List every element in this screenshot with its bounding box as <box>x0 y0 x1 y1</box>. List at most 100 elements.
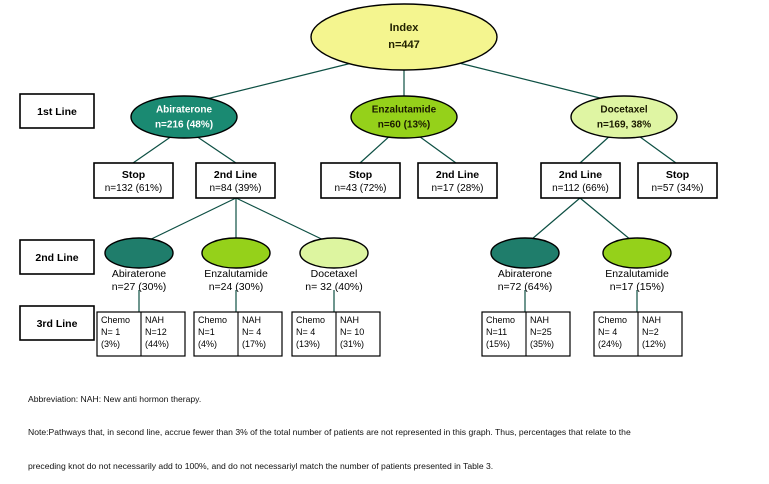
node-docetaxel-first-line[interactable]: Docetaxel n=169, 38% <box>570 95 678 139</box>
third-line-nah-header-2: NAH <box>340 315 359 325</box>
node-abiraterone-first-line-value: n=216 (48%) <box>155 120 213 131</box>
third-line-nah-count-0: N=12 <box>145 327 167 337</box>
node-abiraterone-second-line-right-value: n=72 (64%) <box>498 281 553 293</box>
node-enzalutamide-second-line-value: n=24 (30%) <box>209 281 264 293</box>
box-secondline-enzalutamide-value: n=17 (28%) <box>432 183 484 194</box>
connector-abiraterone-2ndline <box>195 135 237 164</box>
third-line-box-abiraterone[interactable]: Chemo N= 1 (3%) NAH N=12 (44%) <box>96 311 186 357</box>
box-secondline-docetaxel[interactable]: 2nd Line n=112 (66%) <box>540 162 621 199</box>
node-enzalutamide-first-line[interactable]: Enzalutamide n=60 (13%) <box>350 95 458 139</box>
third-line-box-enzalutamide-right[interactable]: Chemo N= 4 (24%) NAH N=2 (12%) <box>593 311 683 357</box>
connector-b1-abiraterone2 <box>138 197 237 246</box>
box-stop-docetaxel-value: n=57 (34%) <box>652 183 704 194</box>
third-line-nah-count-2: N= 10 <box>340 327 364 337</box>
third-line-box-abiraterone-right[interactable]: Chemo N=11 (15%) NAH N=25 (35%) <box>481 311 571 357</box>
connector-index-abiraterone <box>185 62 353 105</box>
footnote-note-line-2: preceding knot do not necessarily add to… <box>28 461 494 472</box>
box-secondline-abiraterone-value: n=84 (39%) <box>210 183 262 194</box>
row-label-second-line-text: 2nd Line <box>35 252 78 264</box>
third-line-nah-count-1: N= 4 <box>242 327 261 337</box>
third-line-nah-header-1: NAH <box>242 315 261 325</box>
box-stop-enzalutamide[interactable]: Stop n=43 (72%) <box>320 162 401 199</box>
box-secondline-abiraterone-title: 2nd Line <box>214 169 257 181</box>
third-line-chemo-pct-2: (13%) <box>296 339 320 349</box>
node-docetaxel-second-line-label: Docetaxel <box>311 268 358 280</box>
node-abiraterone-second-line-right[interactable]: Abiraterone n=72 (64%) <box>490 237 560 293</box>
node-enzalutamide-second-line-right-label: Enzalutamide <box>605 268 669 280</box>
node-abiraterone-second-line[interactable]: Abiraterone n=27 (30%) <box>104 237 174 293</box>
node-enzalutamide-second-line-right-value: n=17 (15%) <box>610 281 665 293</box>
third-line-nah-count-4: N=2 <box>642 327 659 337</box>
third-line-nah-pct-1: (17%) <box>242 339 266 349</box>
connector-b4-abiraterone2 <box>524 197 581 246</box>
connectors-first-line-to-boxes <box>132 133 677 164</box>
connector-b4-enzalutamide2 <box>579 197 638 246</box>
third-line-nah-pct-0: (44%) <box>145 339 169 349</box>
node-enzalutamide-second-line[interactable]: Enzalutamide n=24 (30%) <box>201 237 271 293</box>
third-line-chemo-header-0: Chemo <box>101 315 130 325</box>
connector-docetaxel-2ndline <box>579 133 613 164</box>
node-enzalutamide-first-line-value: n=60 (13%) <box>378 120 431 131</box>
node-docetaxel-first-line-label: Docetaxel <box>600 105 647 116</box>
third-line-nah-header-0: NAH <box>145 315 164 325</box>
box-stop-abiraterone-value: n=132 (61%) <box>105 183 163 194</box>
connector-enzalutamide-2ndline <box>415 133 457 164</box>
row-label-third-line: 3rd Line <box>19 305 95 341</box>
box-stop-abiraterone[interactable]: Stop n=132 (61%) <box>93 162 174 199</box>
third-line-chemo-pct-0: (3%) <box>101 339 120 349</box>
flowchart-canvas: 1st Line 2nd Line 3rd Line Index n=447 A… <box>19 3 718 357</box>
row-label-second-line: 2nd Line <box>19 239 95 275</box>
connectors-second-line-to-third-line <box>138 290 638 312</box>
node-index[interactable]: Index n=447 <box>310 3 498 71</box>
connector-docetaxel-stop <box>635 133 677 164</box>
third-line-nah-count-3: N=25 <box>530 327 552 337</box>
third-line-chemo-header-3: Chemo <box>486 315 515 325</box>
third-line-chemo-header-1: Chemo <box>198 315 227 325</box>
third-line-nah-header-4: NAH <box>642 315 661 325</box>
third-line-chemo-pct-3: (15%) <box>486 339 510 349</box>
box-secondline-enzalutamide-title: 2nd Line <box>436 169 479 181</box>
node-docetaxel-first-line-value: n=169, 38% <box>597 120 651 131</box>
box-secondline-enzalutamide[interactable]: 2nd Line n=17 (28%) <box>417 162 498 199</box>
node-abiraterone-second-line-label: Abiraterone <box>112 268 166 280</box>
box-secondline-docetaxel-value: n=112 (66%) <box>552 183 609 194</box>
third-line-nah-pct-3: (35%) <box>530 339 554 349</box>
node-docetaxel-second-line[interactable]: Docetaxel n= 32 (40%) <box>299 237 369 293</box>
row-label-first-line: 1st Line <box>19 93 95 129</box>
third-line-chemo-header-4: Chemo <box>598 315 627 325</box>
third-line-nah-pct-4: (12%) <box>642 339 666 349</box>
box-stop-enzalutamide-value: n=43 (72%) <box>335 183 387 194</box>
node-index-label: Index <box>390 22 420 34</box>
box-stop-docetaxel-title: Stop <box>666 169 689 181</box>
footnote-abbreviation: Abbreviation: NAH: New anti hormon thera… <box>28 393 202 404</box>
third-line-chemo-count-3: N=11 <box>486 327 507 337</box>
node-enzalutamide-second-line-right[interactable]: Enzalutamide n=17 (15%) <box>602 237 672 293</box>
third-line-chemo-pct-4: (24%) <box>598 339 622 349</box>
third-line-box-docetaxel[interactable]: Chemo N= 4 (13%) NAH N= 10 (31%) <box>291 311 381 357</box>
third-line-chemo-count-4: N= 4 <box>598 327 617 337</box>
node-abiraterone-first-line[interactable]: Abiraterone n=216 (48%) <box>130 95 238 139</box>
row-label-first-line-text: 1st Line <box>37 106 77 118</box>
third-line-nah-header-3: NAH <box>530 315 549 325</box>
box-secondline-docetaxel-title: 2nd Line <box>559 169 602 181</box>
box-stop-docetaxel[interactable]: Stop n=57 (34%) <box>637 162 718 199</box>
third-line-chemo-count-1: N=1 <box>198 327 215 337</box>
footnote-note-line-1: Note:Pathways that, in second line, accr… <box>28 427 631 438</box>
connector-index-docetaxel <box>454 61 625 105</box>
node-index-value: n=447 <box>388 39 420 51</box>
node-enzalutamide-first-line-label: Enzalutamide <box>372 105 437 116</box>
third-line-chemo-count-0: N= 1 <box>101 327 120 337</box>
row-label-third-line-text: 3rd Line <box>37 318 78 330</box>
connector-b1-docetaxel2 <box>235 197 335 246</box>
box-secondline-abiraterone[interactable]: 2nd Line n=84 (39%) <box>195 162 276 199</box>
node-enzalutamide-second-line-label: Enzalutamide <box>204 268 268 280</box>
box-stop-enzalutamide-title: Stop <box>349 169 372 181</box>
footnote-block: Abbreviation: NAH: New anti hormon thera… <box>28 371 763 484</box>
connector-abiraterone-stop <box>132 135 173 164</box>
third-line-box-enzalutamide[interactable]: Chemo N=1 (4%) NAH N= 4 (17%) <box>193 311 283 357</box>
connectors-boxes-to-second-line <box>138 197 638 246</box>
connector-enzalutamide-stop <box>359 133 393 164</box>
node-abiraterone-first-line-label: Abiraterone <box>156 105 213 116</box>
third-line-chemo-pct-1: (4%) <box>198 339 217 349</box>
third-line-chemo-header-2: Chemo <box>296 315 325 325</box>
